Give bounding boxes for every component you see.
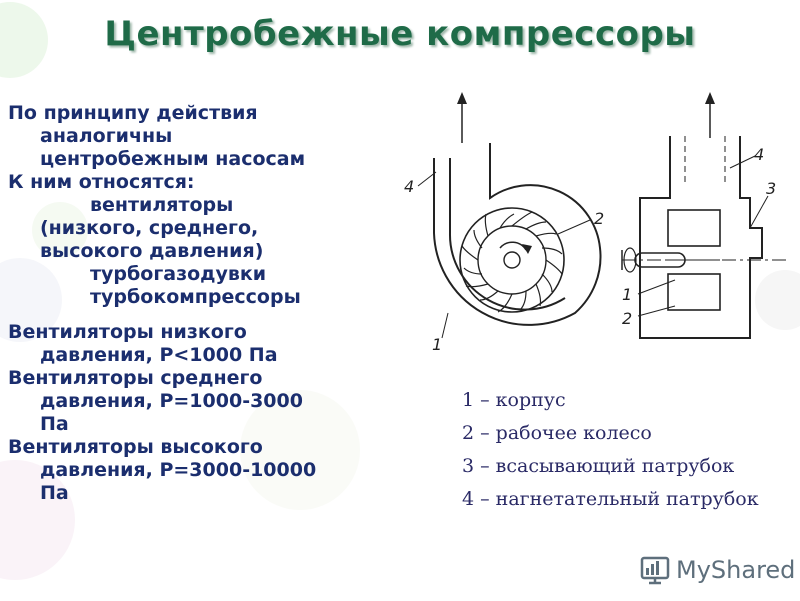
figure-label: 1 [432, 335, 442, 354]
body-line: аналогичны [40, 125, 173, 147]
figure-label: 4 [404, 177, 414, 196]
myshared-logo-icon [640, 556, 670, 585]
body-line: (низкого, среднего, [40, 217, 259, 239]
body-line: центробежным насосам [40, 148, 306, 170]
brand-watermark: MyShared [640, 553, 795, 587]
body-line: высокого давления) [40, 240, 264, 262]
body-line: К ним относятся: [8, 171, 195, 193]
body-line: вентиляторы [90, 194, 234, 216]
legend: 1 – корпус 2 – рабочее колесо 3 – всасыв… [462, 384, 792, 516]
body-line: По принципу действия [8, 102, 258, 124]
page-title: Центробежные компрессоры [104, 14, 696, 54]
brand-name: MyShared [676, 556, 796, 584]
body-line: Па [40, 413, 69, 435]
body-line: давления, Р=3000-10000 [40, 459, 317, 481]
figure-label: 2 [622, 309, 632, 328]
legend-item: 3 – всасывающий патрубок [462, 455, 735, 477]
body-line: турбокомпрессоры [90, 286, 301, 308]
body-line: давления, Р<1000 Па [40, 344, 278, 366]
body-text: По принципу действия аналогичны центробе… [8, 102, 398, 505]
figure-label: 1 [622, 285, 632, 304]
legend-item: 4 – нагнетательный патрубок [462, 488, 759, 510]
legend-item: 2 – рабочее колесо [462, 422, 652, 444]
figure-label: 4 [754, 145, 764, 164]
body-line: Вентиляторы высокого [8, 436, 263, 458]
body-line: Па [40, 482, 69, 504]
section-view [621, 92, 790, 339]
body-line: Вентиляторы низкого [8, 321, 247, 343]
compressor-diagram: 4 2 1 4 3 1 2 [404, 92, 790, 354]
legend-item: 1 – корпус [462, 389, 566, 411]
body-line: давления, Р=1000-3000 [40, 390, 303, 412]
body-line: турбогазодувки [90, 263, 267, 285]
figure-label: 3 [766, 179, 776, 198]
figure-label: 2 [594, 209, 604, 228]
volute-side-view [417, 92, 602, 339]
body-line: Вентиляторы среднего [8, 367, 263, 389]
